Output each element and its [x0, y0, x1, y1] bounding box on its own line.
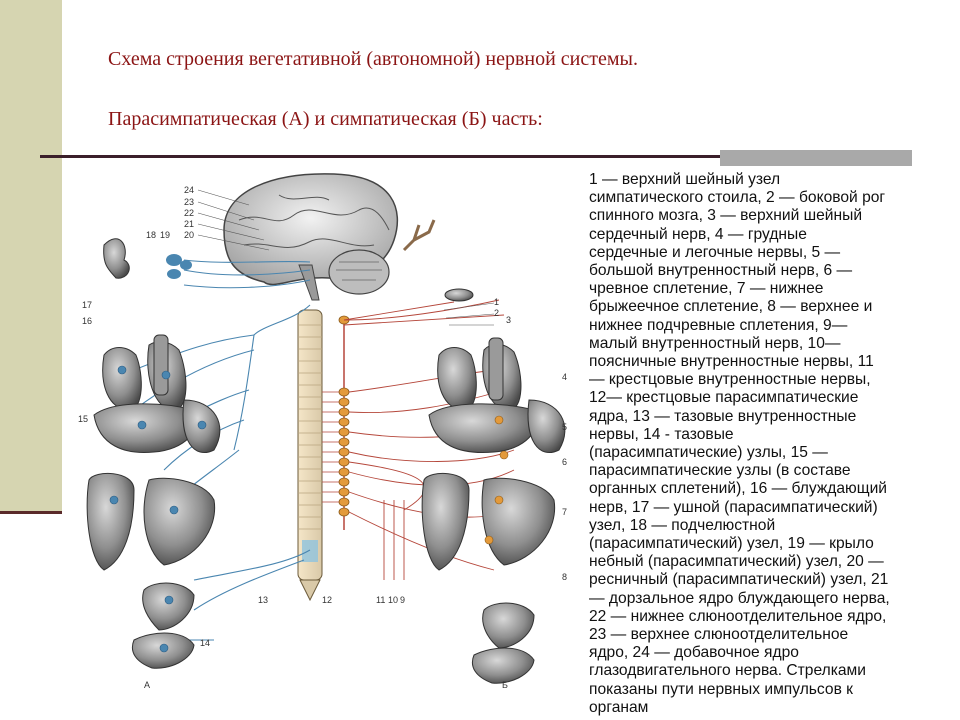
nervous-system-diagram: 24 23 22 21 20 18 19 17 16 15 1 2 3 4 5 …: [74, 170, 579, 694]
label-15: 15: [78, 414, 88, 424]
label-12: 12: [322, 595, 332, 605]
brain-illustration: [223, 173, 399, 301]
label-2: 2: [494, 308, 499, 318]
label-5: 5: [562, 422, 567, 432]
organs-left: [86, 238, 221, 669]
label-20: 20: [184, 230, 194, 240]
label-7: 7: [562, 507, 567, 517]
label-3: 3: [506, 315, 511, 325]
label-21: 21: [184, 219, 194, 229]
label-11: 11: [376, 595, 385, 605]
label-6: 6: [562, 457, 567, 467]
panel-label-a: А: [144, 680, 150, 690]
slide-title: Схема строения вегетативной (автономной)…: [108, 48, 638, 70]
left-band-underline: [0, 511, 62, 514]
label-18: 18: [146, 230, 156, 240]
label-17: 17: [82, 300, 92, 310]
parasympathetic-nerves: [133, 259, 311, 641]
label-8: 8: [562, 572, 567, 582]
diagram-legend: 1 — верхний шейный узел симпатического с…: [589, 171, 890, 716]
label-23: 23: [184, 197, 194, 207]
label-24: 24: [184, 185, 194, 195]
title-divider: [40, 155, 912, 158]
sympathetic-trunk: [322, 315, 350, 530]
label-22: 22: [184, 208, 194, 218]
label-1: 1: [494, 297, 499, 307]
organs-right: [402, 219, 566, 684]
left-decorative-band: [0, 0, 62, 512]
title-divider-accent: [720, 150, 912, 166]
label-14: 14: [200, 638, 210, 648]
label-16: 16: [82, 316, 92, 326]
label-19: 19: [160, 230, 170, 240]
label-9: 9: [400, 595, 405, 605]
label-4: 4: [562, 372, 567, 382]
label-13: 13: [258, 595, 268, 605]
slide-subtitle: Парасимпатическая (А) и симпатическая (Б…: [108, 108, 543, 130]
spinal-cord: [297, 309, 323, 602]
diagram-number-labels: 24 23 22 21 20 18 19 17 16 15 1 2 3 4 5 …: [78, 185, 567, 690]
panel-label-b: Б: [502, 680, 508, 690]
label-10: 10: [388, 595, 398, 605]
